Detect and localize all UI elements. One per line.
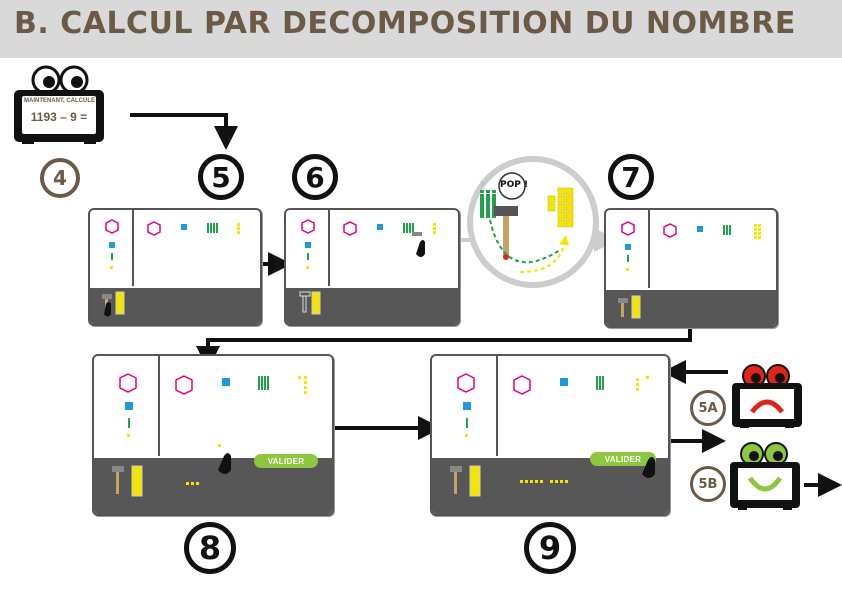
screen-divider xyxy=(648,210,650,288)
header-banner: B. CALCUL PAR DECOMPOSITION DU NOMBRE xyxy=(0,0,842,58)
zoom-bubble xyxy=(467,156,599,288)
start-robot-caption: MAINTENANT, CALCULE xyxy=(24,98,95,104)
pop-label: POP ! xyxy=(500,180,529,190)
screen-step7-content xyxy=(618,221,761,319)
screen-divider xyxy=(132,210,134,286)
screen-step8-content xyxy=(112,373,307,497)
screen-step5 xyxy=(88,208,262,326)
screen-step5-content xyxy=(102,219,240,317)
step-7-badge: 7 xyxy=(608,154,654,200)
screen-step8: VALIDER xyxy=(92,354,334,516)
screen-step6-content xyxy=(299,219,436,315)
step-4-badge: 4 xyxy=(40,158,80,198)
screen-step9: VALIDER xyxy=(430,354,670,516)
screen-divider xyxy=(496,356,498,456)
screen-divider xyxy=(158,356,160,456)
arrow-7-to-8 xyxy=(196,326,692,370)
screen-step7 xyxy=(604,208,778,328)
screen-divider xyxy=(328,210,330,286)
page-title: B. CALCUL PAR DECOMPOSITION DU NOMBRE xyxy=(14,6,796,41)
start-robot xyxy=(14,65,104,144)
step-5-badge: 5 xyxy=(198,154,244,200)
fail-robot xyxy=(732,364,802,428)
arrow-to-step5 xyxy=(130,113,238,150)
outcome-success-badge: 5B xyxy=(690,466,726,502)
screen-step6 xyxy=(284,208,460,326)
start-robot-expression: 1193 – 9 = xyxy=(30,110,88,124)
step-8-badge: 8 xyxy=(184,522,236,574)
success-robot xyxy=(730,442,800,510)
outcome-fail-badge: 5A xyxy=(690,390,726,426)
validate-button[interactable]: VALIDER xyxy=(590,452,656,466)
validate-button[interactable]: VALIDER xyxy=(254,454,318,468)
screen-step9-content xyxy=(450,373,655,497)
step-6-badge: 6 xyxy=(292,154,338,200)
step-9-badge: 9 xyxy=(524,522,576,574)
